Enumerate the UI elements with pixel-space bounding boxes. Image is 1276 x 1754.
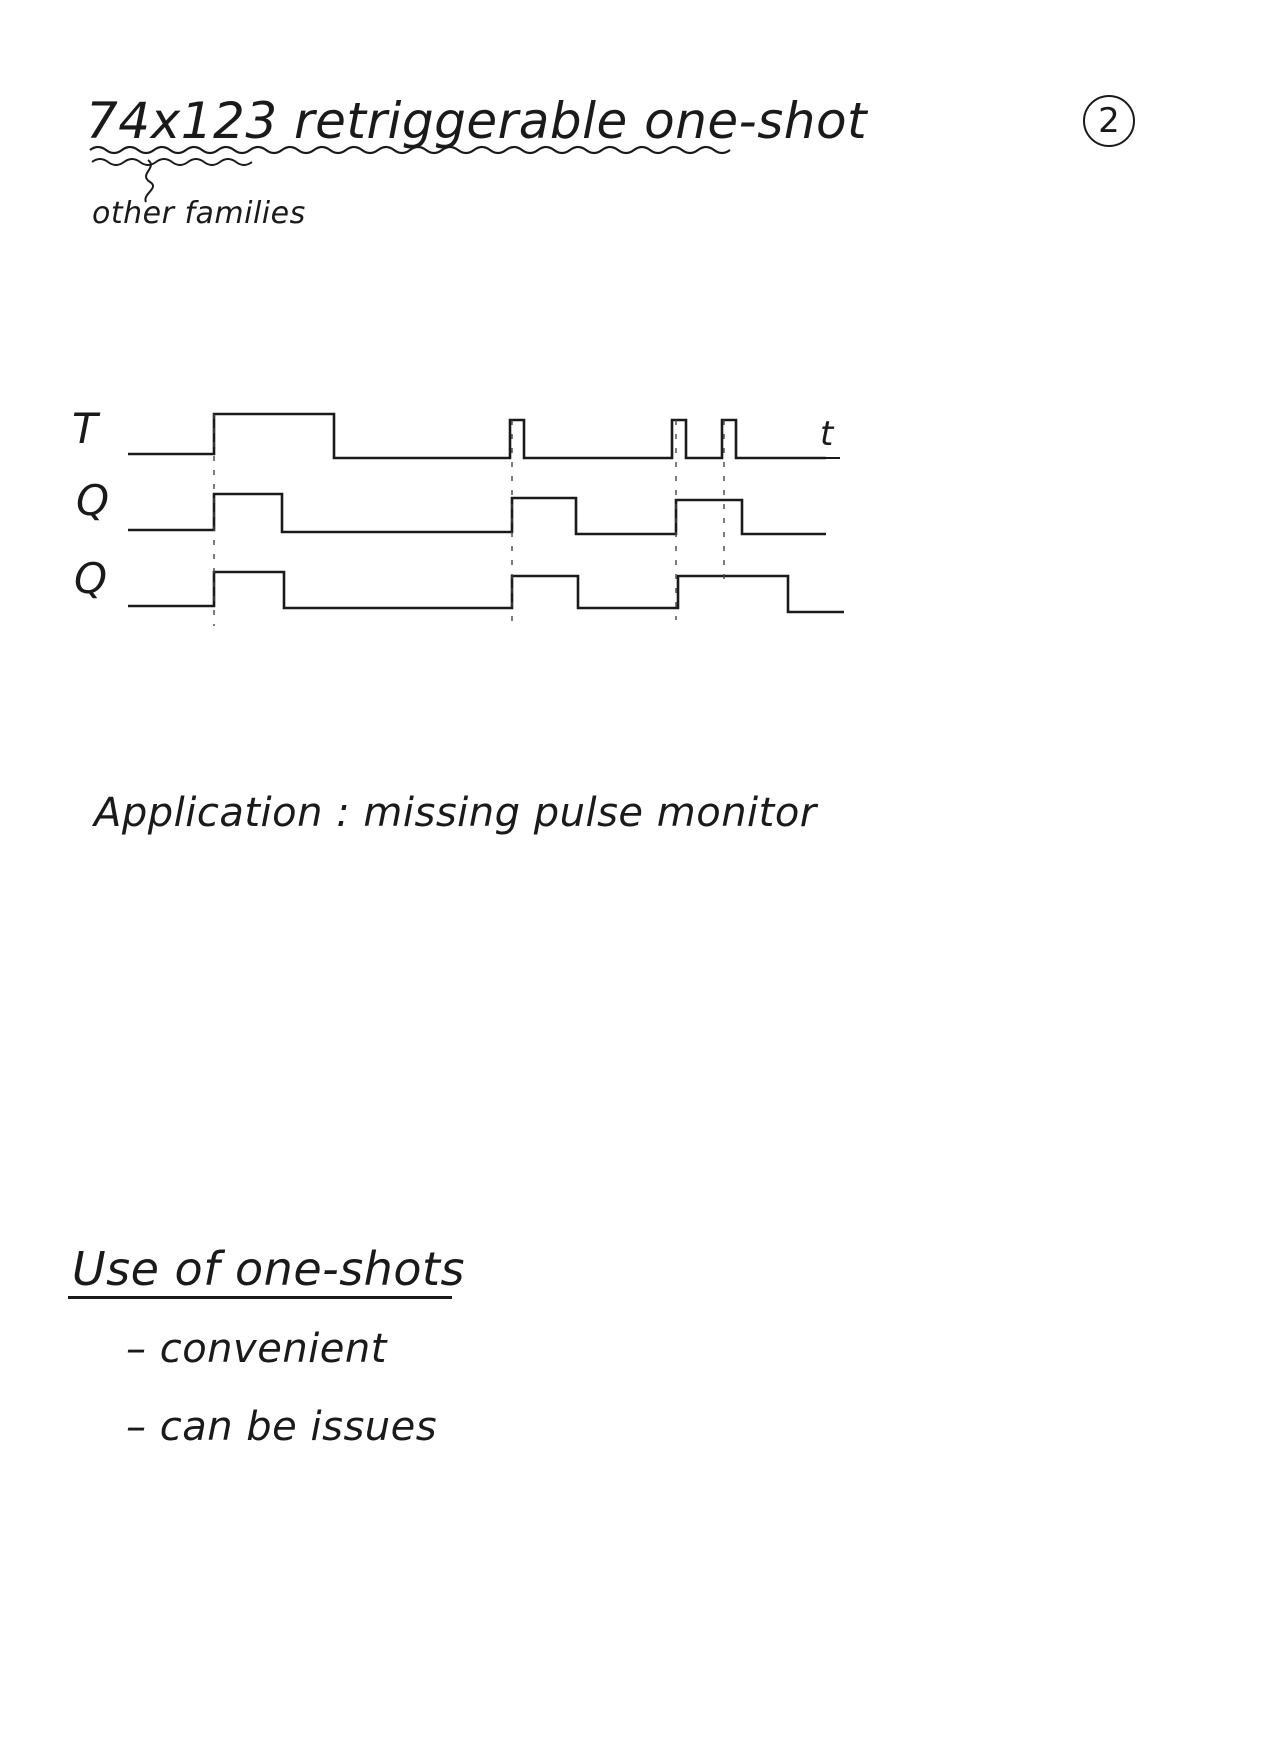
title-wavy-underline [89, 145, 731, 155]
family-pointer-squiggle [144, 159, 155, 203]
timing-guide-lines [213, 414, 725, 626]
application-note: Application : missing pulse monitor [94, 790, 817, 836]
time-axis-label: t [820, 414, 834, 454]
page-title: 74x123 retriggerable one-shot [86, 92, 868, 150]
page-number: 2 [1083, 95, 1135, 147]
signal-label-q-second: Q [74, 554, 108, 603]
uses-item: – can be issues [126, 1404, 438, 1450]
waveform-q1 [128, 492, 826, 536]
note-other-families: other families [92, 196, 306, 231]
uses-item: – convenient [126, 1326, 387, 1372]
uses-heading-underline [68, 1296, 452, 1299]
signal-label-t: T [72, 404, 98, 453]
waveform-t [128, 412, 826, 460]
waveform-q2 [128, 570, 844, 614]
title-wavy-underline-short [91, 158, 253, 166]
uses-heading: Use of one-shots [72, 1242, 465, 1296]
signal-label-q: Q [76, 476, 110, 525]
